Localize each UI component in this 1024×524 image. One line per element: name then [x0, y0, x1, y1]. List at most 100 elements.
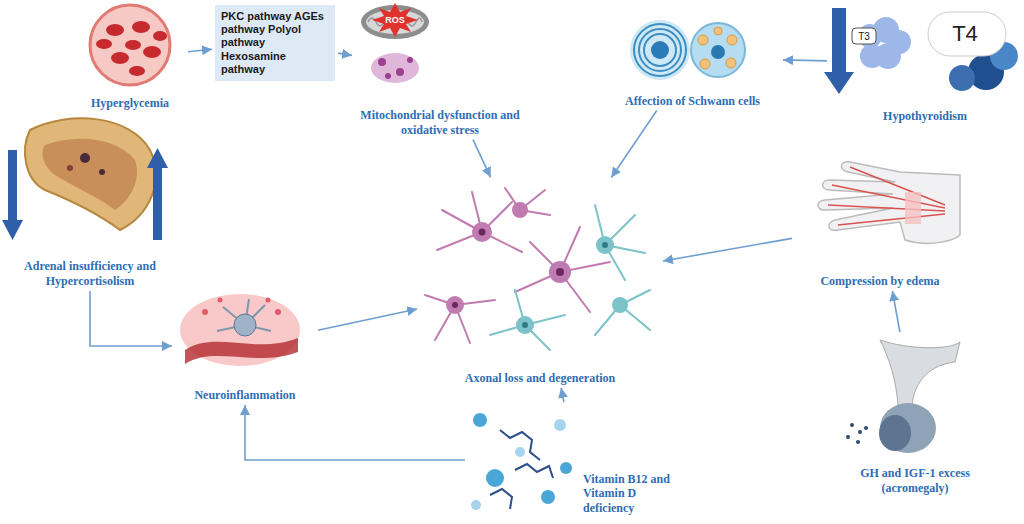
pituitary-gland [880, 403, 936, 453]
increase-arrow [147, 148, 168, 240]
dot [407, 57, 413, 63]
vesicle [698, 35, 708, 45]
connector-arrow [783, 60, 827, 61]
adrenal-gland [25, 118, 156, 230]
neuron-body [516, 316, 534, 334]
neuron-body [596, 236, 614, 254]
neuron-branches [437, 192, 522, 252]
red-cell [106, 24, 124, 36]
dot [385, 73, 391, 79]
cause-node: Hypothyroidism [830, 3, 1020, 123]
red-cell [96, 39, 112, 49]
pituitary-stalk [880, 340, 960, 405]
schwann-vesicles [698, 27, 737, 69]
cause-node: Hyperglycemia [75, 5, 185, 110]
vesicle [726, 58, 736, 68]
red-cells [96, 21, 167, 76]
node-label: Hyperglycemia [75, 96, 185, 110]
oxidative-cell [371, 53, 419, 83]
wrist-band [905, 192, 921, 224]
nucleus [602, 242, 608, 248]
blood-vessel-circle [90, 5, 170, 85]
neurons [425, 188, 650, 350]
dot [846, 435, 850, 439]
neuron-branches [490, 290, 565, 350]
ring [639, 29, 681, 71]
spot [80, 153, 90, 163]
cause-node: Affection of Schwann cells [605, 8, 780, 108]
glial-cell [234, 314, 256, 336]
sphere [515, 447, 525, 457]
illustration-label: T4 [933, 19, 997, 49]
pathway-list: PKC pathway AGEs pathway Polyol pathway … [221, 10, 329, 76]
neuron-body [612, 297, 628, 313]
neuron-body [512, 202, 528, 218]
cause-node: GH and IGF-1 excess (acromegaly) [830, 335, 1000, 495]
red-cell [111, 52, 129, 64]
spot [99, 169, 105, 175]
connector-arrow [90, 291, 172, 346]
dot [850, 423, 854, 427]
vesicle [727, 35, 737, 45]
inflammation-glow [180, 294, 300, 366]
red-cell [132, 21, 150, 33]
nucleus [556, 268, 564, 276]
decrease-arrow [824, 8, 854, 94]
red-cell [125, 40, 141, 50]
neuron-bodies [446, 202, 628, 334]
vitamin-spheres [471, 413, 572, 510]
cause-node: Adrenal insufficiency and Hypercortisoli… [5, 110, 175, 288]
connector-arrow [473, 140, 491, 178]
hand [818, 162, 960, 244]
pathway-box: PKC pathway AGEs pathway Polyol pathway … [215, 5, 335, 81]
neuron-branches [595, 290, 650, 335]
dot [856, 440, 860, 444]
cause-node: Vitamin B12 and Vitamin D deficiency [468, 405, 683, 515]
dot [266, 298, 271, 303]
dot [396, 68, 404, 76]
dot [864, 426, 868, 430]
oxidative-dots [378, 57, 413, 79]
dot [202, 309, 208, 315]
dot [858, 430, 862, 434]
decrease-arrow [2, 150, 23, 240]
connector-arrow [663, 238, 792, 261]
vesicle [700, 59, 710, 69]
neuron-body [549, 261, 571, 283]
sphere [473, 413, 487, 427]
neuron-branches [515, 227, 610, 312]
cause-node: Neuroinflammation [175, 290, 315, 402]
node-label: Axonal loss and degeneration [420, 371, 660, 385]
axon-core [651, 41, 669, 59]
myelin-sheath [630, 20, 690, 80]
nerves [828, 167, 945, 225]
red-cell [153, 31, 167, 41]
ring [634, 24, 686, 76]
connector-arrow [611, 111, 657, 178]
neuron-branches [425, 295, 495, 343]
red-cell [129, 66, 145, 76]
sphere [560, 462, 572, 474]
pituitary-lobe [879, 415, 911, 451]
dot [275, 309, 281, 315]
schwann-cell [691, 23, 745, 77]
spot [67, 165, 73, 171]
connector-arrow [318, 309, 417, 330]
dot [378, 58, 386, 66]
node-label: Mitochondrial dysfunction and oxidative … [355, 108, 525, 137]
vesicle [714, 27, 722, 35]
cause-node: Mitochondrial dysfunction and oxidative … [355, 2, 525, 137]
nucleus [522, 322, 528, 328]
node-label: Neuroinflammation [175, 388, 315, 402]
ros-burst [372, 3, 418, 37]
cause-node: Compression by edema [795, 158, 965, 288]
t3-tag [852, 28, 876, 44]
neuron-body [446, 296, 464, 314]
ring [644, 34, 676, 66]
node-label: Compression by edema [795, 274, 965, 288]
sphere [486, 469, 504, 487]
node-label: Hypothyroidism [830, 109, 1020, 123]
sphere [554, 419, 566, 431]
node-label: GH and IGF-1 excess (acromegaly) [830, 466, 1000, 495]
